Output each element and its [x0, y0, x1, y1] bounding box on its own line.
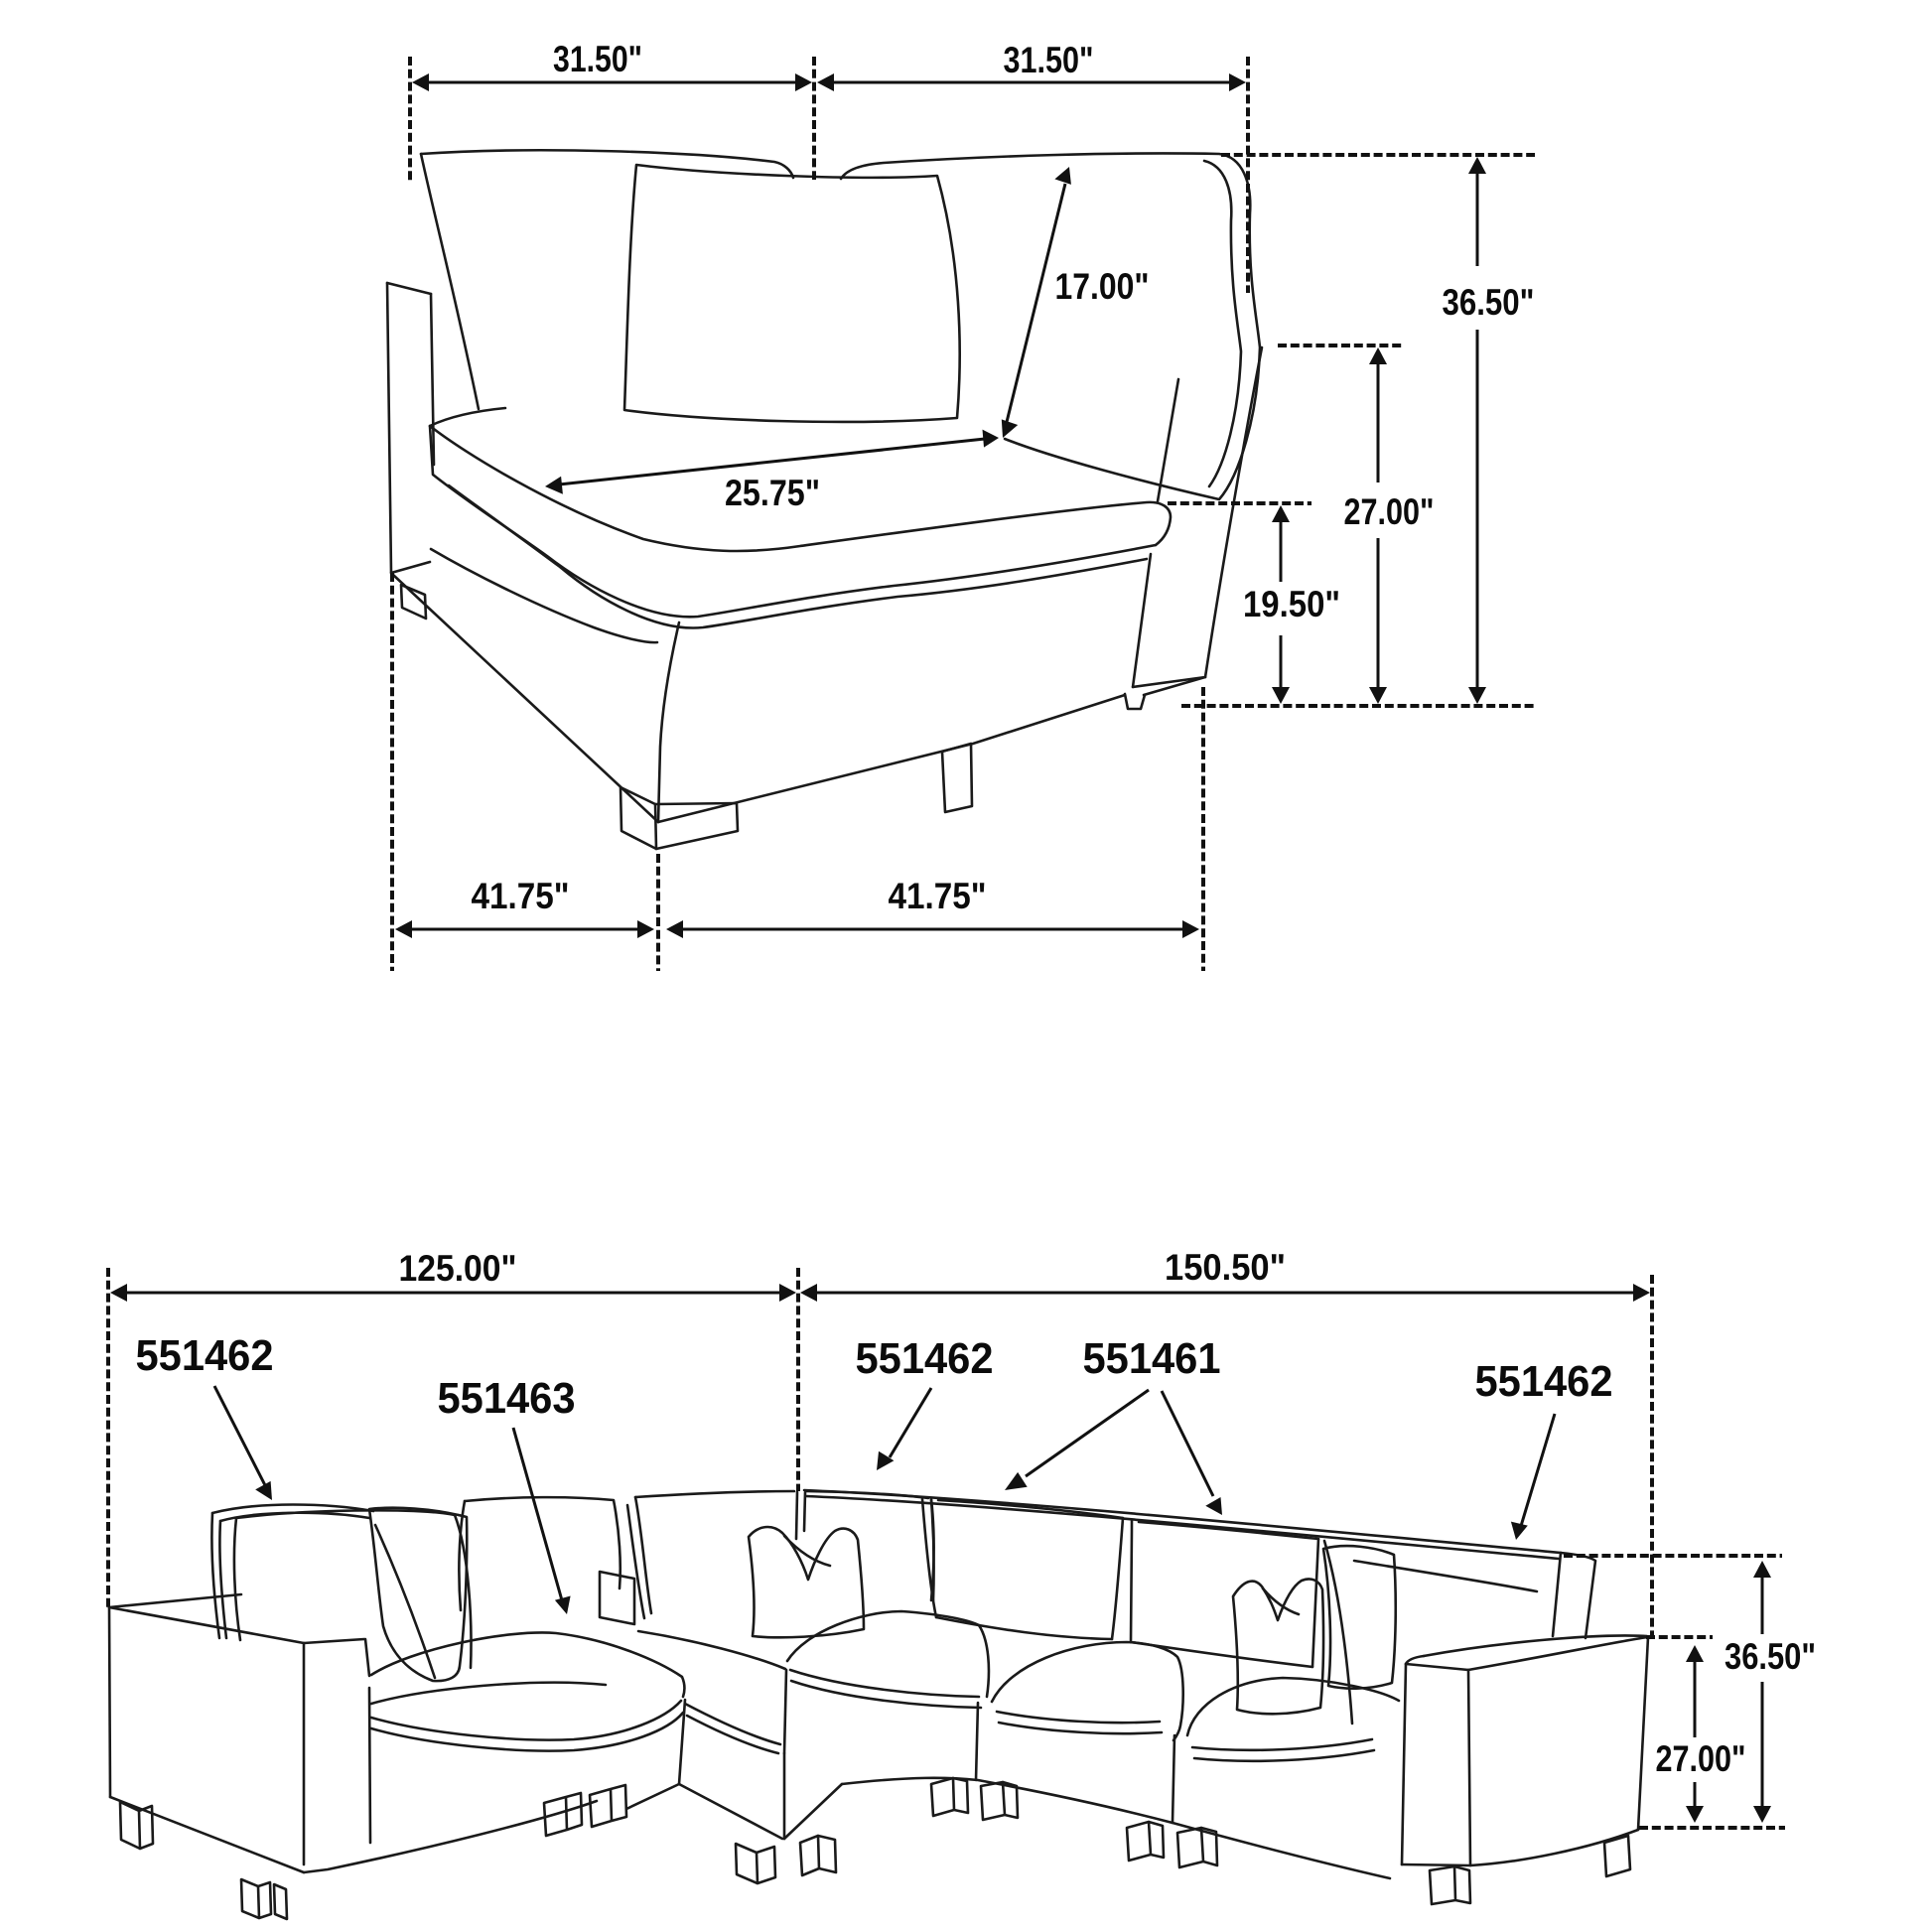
- svg-text:17.00": 17.00": [1055, 266, 1150, 307]
- svg-text:36.50": 36.50": [1725, 1636, 1816, 1677]
- svg-text:19.50": 19.50": [1243, 584, 1340, 624]
- svg-text:150.50": 150.50": [1165, 1247, 1286, 1288]
- svg-text:25.75": 25.75": [725, 473, 820, 513]
- svg-text:27.00": 27.00": [1344, 491, 1435, 532]
- svg-text:27.00": 27.00": [1656, 1738, 1746, 1779]
- svg-text:41.75": 41.75": [889, 876, 987, 916]
- svg-text:551462: 551462: [856, 1334, 994, 1383]
- svg-text:31.50": 31.50": [1004, 40, 1094, 80]
- svg-text:551461: 551461: [1083, 1334, 1221, 1383]
- svg-text:551462: 551462: [1475, 1357, 1613, 1406]
- svg-text:551463: 551463: [438, 1374, 576, 1423]
- svg-text:31.50": 31.50": [553, 39, 642, 79]
- svg-text:36.50": 36.50": [1443, 282, 1535, 323]
- svg-text:41.75": 41.75": [472, 876, 570, 916]
- svg-text:125.00": 125.00": [399, 1248, 517, 1289]
- svg-text:551462: 551462: [136, 1331, 274, 1380]
